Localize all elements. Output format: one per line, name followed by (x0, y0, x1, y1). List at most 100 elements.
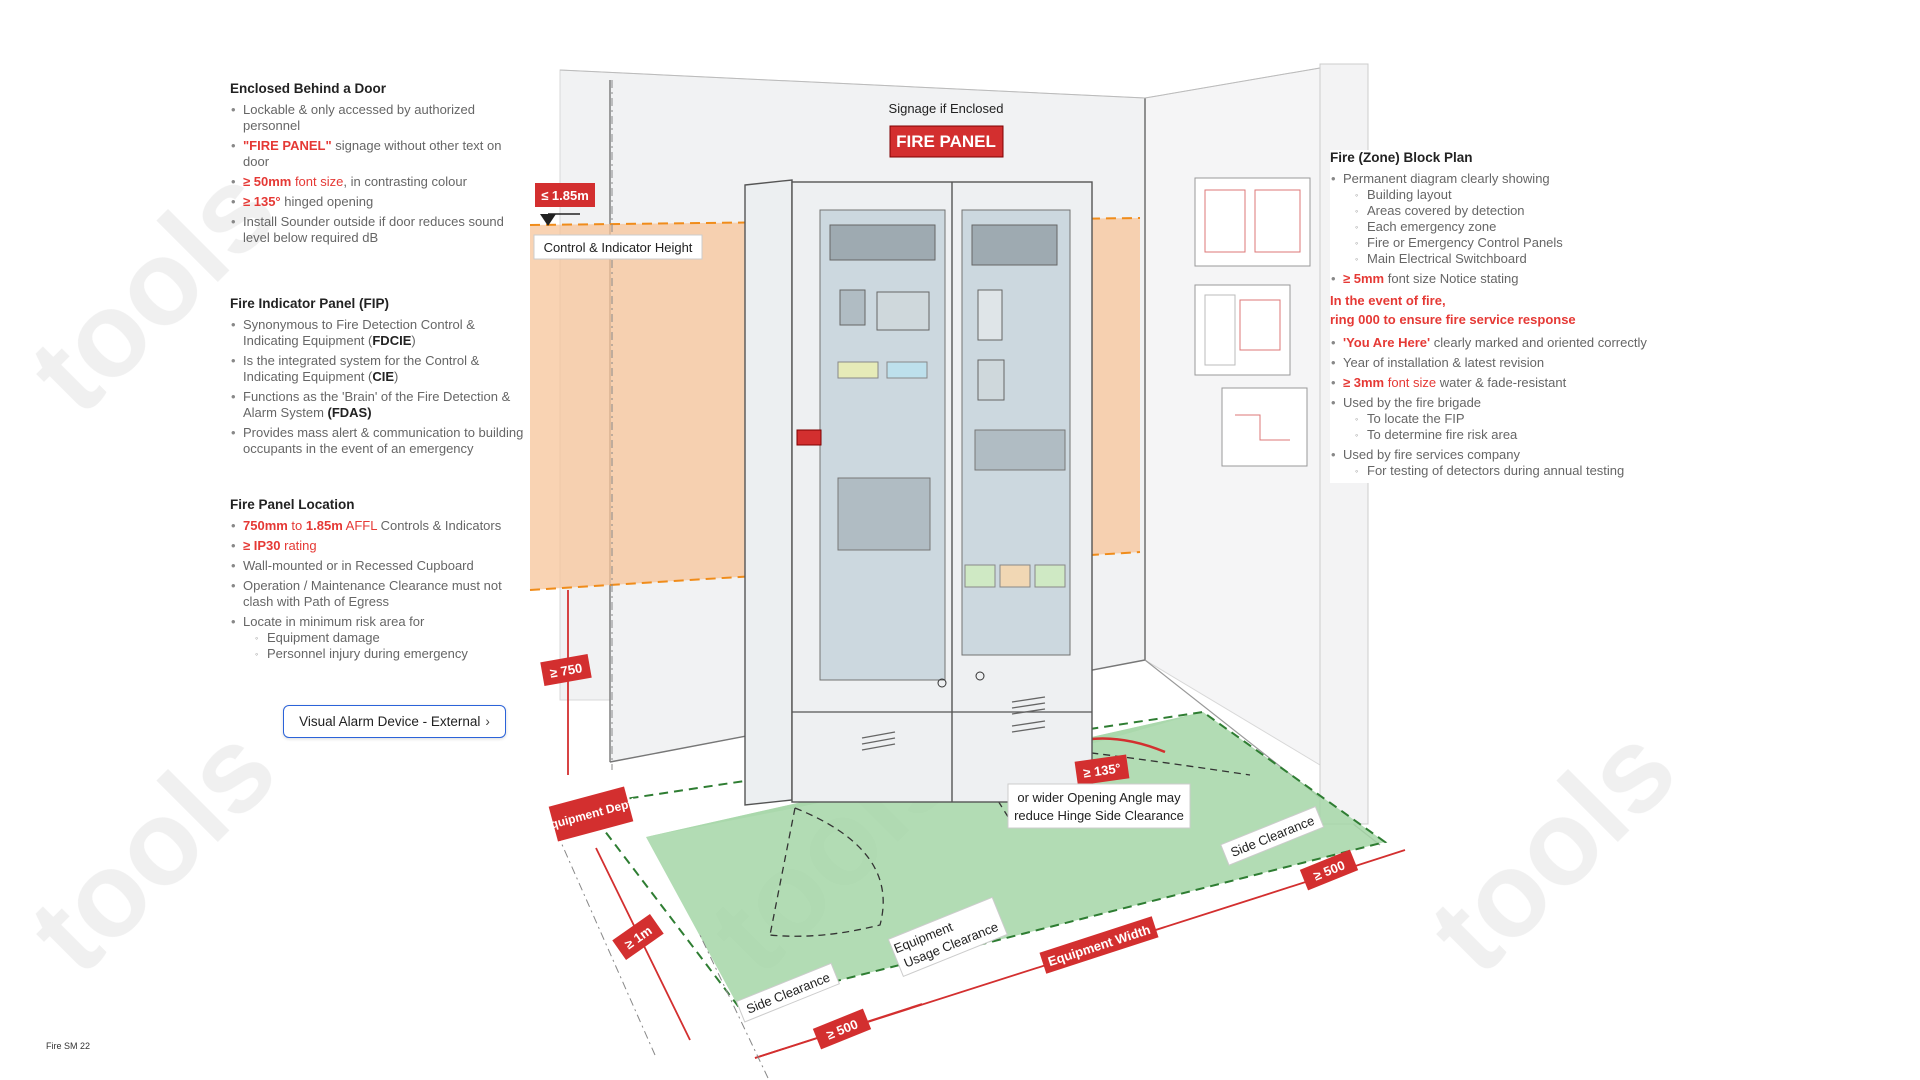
fip-bullet: Synonymous to Fire Detection Control & I… (230, 317, 530, 349)
block-plan-sub-bullet: Main Electrical Switchboard (1355, 251, 1675, 267)
bullet-highlight: 'You Are Here' (1343, 335, 1431, 350)
right-gap-badge (1299, 849, 1359, 891)
bullet-text: Lockable & only accessed by authorized p… (243, 102, 475, 133)
bullet-highlight: font size (1384, 375, 1437, 390)
red-door-latch (796, 429, 822, 446)
led-block-left (837, 477, 931, 551)
notice-line-2: ring 000 to ensure fire service response (1330, 312, 1576, 327)
plan-detail (1204, 189, 1246, 253)
block-plan-bullet: 'You Are Here' clearly marked and orient… (1330, 335, 1675, 351)
angle-badge (1074, 754, 1130, 786)
emergency-notice: In the event of fire, ring 000 to ensure… (1330, 291, 1675, 329)
bullet-bold: CIE (372, 369, 395, 384)
led-block-right (974, 429, 1066, 471)
dimension-badges: ≤ 1.85m ≥ 750 Equipment Depth ≥ 1m ≥ 135… (535, 183, 1359, 1050)
cabinet-side (744, 179, 793, 806)
chevron-right-icon: › (485, 714, 490, 729)
signage-caption: Signage if Enclosed (889, 101, 1004, 116)
display-screen (829, 224, 936, 261)
bullet-highlight: rating (280, 538, 317, 553)
fire-panel-cabinet (744, 179, 1093, 806)
enclosed-bullet: Install Sounder outside if door reduces … (230, 214, 530, 246)
bullet-text: , in contrasting colour (343, 174, 467, 189)
bullet-text: Operation / Maintenance Clearance must n… (243, 578, 502, 609)
visual-alarm-device-button[interactable]: Visual Alarm Device - External › (283, 705, 506, 738)
bullet-text: Install Sounder outside if door reduces … (243, 214, 504, 245)
angle-label: ≥ 135° (1082, 760, 1121, 780)
bullet-highlight: ≥ 5mm (1343, 271, 1385, 286)
location-bullet: Wall-mounted or in Recessed Cupboard (230, 558, 530, 574)
plan-detail (1254, 189, 1301, 253)
bullet-text: font size Notice stating (1384, 271, 1519, 286)
bullet-highlight: AFFL (342, 518, 377, 533)
dimension-guides (559, 80, 769, 1079)
bullet-text: clearly marked and oriented correctly (1430, 335, 1647, 350)
block-plan-sub-bullet: For testing of detectors during annual t… (1355, 463, 1675, 479)
bullet-text: Provides mass alert & communication to b… (243, 425, 524, 456)
wall-top (559, 69, 1146, 99)
right-notes: Fire (Zone) Block Plan Permanent diagram… (1330, 150, 1675, 483)
block-plan-sub-bullet: Each emergency zone (1355, 219, 1675, 235)
block-plan-sub-bullet: To locate the FIP (1355, 411, 1675, 427)
max-height-badge (535, 183, 595, 207)
footer-code: Fire SM 22 (46, 1041, 91, 1051)
enclosed-title: Enclosed Behind a Door (230, 81, 387, 96)
location-bullet: 750mm to 1.85m AFFL Controls & Indicator… (230, 518, 530, 534)
enclosed-bullet: Lockable & only accessed by authorized p… (230, 102, 530, 134)
block-plan-bullet: ≥ 3mm font size water & fade-resistant (1330, 375, 1675, 391)
indicator-strip-1 (837, 361, 879, 379)
depth-1m-badge (612, 913, 664, 961)
angle-note-tag (1007, 783, 1191, 829)
block-plan-bullet: Used by the fire brigade To locate the F… (1330, 395, 1675, 443)
fip-section: Fire Indicator Panel (FIP) Synonymous to… (230, 296, 530, 457)
control-height-tag (533, 234, 703, 260)
bullet-text: signage without other text on door (243, 138, 502, 169)
plan-detail (1235, 414, 1290, 441)
location-bullet: ≥ IP30 rating (230, 538, 530, 554)
door-swing-arc-left (769, 807, 884, 937)
visual-alarm-device-label: Visual Alarm Device - External (299, 714, 481, 729)
block-plan-sheet-2 (1194, 284, 1291, 376)
block-plan-bullet: Year of installation & latest revision (1330, 355, 1675, 371)
bullet-highlight: 1.85m (305, 518, 343, 533)
bullet-highlight: to (287, 518, 306, 533)
clearance-dashed-outline (584, 710, 1388, 1008)
lock-icon (975, 671, 985, 681)
fip-bullet: Provides mass alert & communication to b… (230, 425, 530, 457)
block-plan-sheet-3 (1221, 387, 1308, 467)
location-section: Fire Panel Location 750mm to 1.85m AFFL … (230, 497, 530, 662)
wall-top-right (1144, 67, 1321, 99)
guide-line (699, 934, 769, 1079)
sign-plate (889, 125, 1004, 158)
bullet-highlight: font size (291, 174, 344, 189)
bullet-text: Synonymous to Fire Detection Control & I… (243, 317, 475, 348)
fire-panel-sign: FIRE PANEL Signage if Enclosed (889, 101, 1004, 158)
equipment-depth-badge (548, 786, 634, 842)
location-sub-bullet: Personnel injury during emergency (255, 646, 530, 662)
bullet-text: Permanent diagram clearly showing (1343, 171, 1550, 186)
bullet-text: Is the integrated system for the Control… (243, 353, 480, 384)
min-height-label: ≥ 750 (549, 660, 584, 680)
enclosed-bullet: ≥ 135° hinged opening (230, 194, 530, 210)
lock-icon (937, 678, 947, 688)
control-height-text: Control & Indicator Height (544, 240, 693, 255)
block-plan-bullet: Permanent diagram clearly showing Buildi… (1330, 171, 1675, 267)
panel-card-green (964, 564, 996, 588)
control-module (876, 291, 930, 331)
panel-card-orange (999, 564, 1031, 588)
left-notes: Enclosed Behind a Door Lockable & only a… (230, 81, 530, 698)
indicator-strip-2 (886, 361, 928, 379)
button-column (977, 289, 1003, 341)
bullet-highlight: ≥ 50mm (243, 174, 292, 189)
bullet-text: ) (394, 369, 399, 384)
location-bullet: Locate in minimum risk area for Equipmen… (230, 614, 530, 662)
location-sub-bullet: Equipment damage (255, 630, 530, 646)
bullet-bold: (FDAS) (327, 405, 372, 420)
fip-bullet: Functions as the 'Brain' of the Fire Det… (230, 389, 530, 421)
bullet-text: Controls & Indicators (376, 518, 502, 533)
bullet-highlight: ≥ 3mm (1343, 375, 1385, 390)
sign-text: FIRE PANEL (896, 132, 996, 151)
bullet-text: Used by the fire brigade (1343, 395, 1482, 410)
module-right (977, 359, 1005, 401)
